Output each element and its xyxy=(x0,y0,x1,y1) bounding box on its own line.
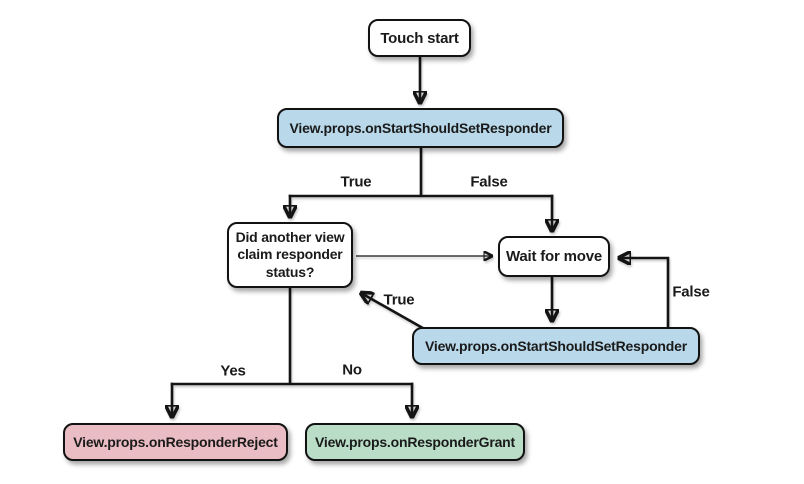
edge-decision-down-trunk xyxy=(170,287,414,386)
node-on-start-should-set-responder-bottom: View.props.onStartShouldSetResponder xyxy=(412,327,700,365)
node-on-responder-grant: View.props.onResponderGrant xyxy=(305,423,525,461)
node-touch-start: Touch start xyxy=(368,19,471,57)
edge-label-true-diagonal: True xyxy=(383,291,415,309)
edge-callback-false-loop xyxy=(619,258,670,328)
edge-label-true-top: True xyxy=(340,173,372,191)
edge-label-yes: Yes xyxy=(220,362,246,380)
edge-label-false-loop: False xyxy=(672,283,710,301)
node-on-start-should-set-responder-top: View.props.onStartShouldSetResponder xyxy=(277,108,564,148)
edge-label-false-top: False xyxy=(470,173,508,191)
edge-label-no: No xyxy=(342,361,362,379)
node-claim-responder-question: Did another view claim responder status? xyxy=(227,222,353,288)
edge-split-trunk xyxy=(288,147,554,198)
node-on-responder-reject: View.props.onResponderReject xyxy=(63,423,288,461)
node-wait-for-move: Wait for move xyxy=(498,236,610,277)
edge-callback-true-diagonal xyxy=(361,293,430,333)
